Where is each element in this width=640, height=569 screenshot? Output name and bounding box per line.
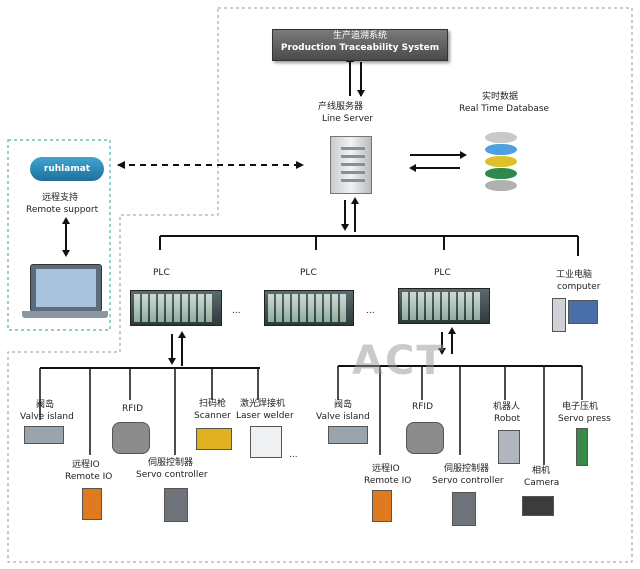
- right-rfid-label: RFID: [412, 402, 434, 412]
- ellipsis-1: ...: [232, 306, 241, 316]
- camera-icon: [522, 496, 554, 516]
- ellipsis-2: ...: [366, 306, 375, 316]
- system-cn-label: 生产追溯系统: [332, 31, 387, 41]
- scanner-en: Scanner: [194, 411, 231, 421]
- left-rfid-label: RFID: [122, 404, 144, 414]
- act-watermark: ACT: [352, 338, 446, 384]
- system-en-label: Production Traceability System: [280, 43, 440, 53]
- remote-support-frame: [7, 139, 111, 331]
- plc-label-3: PLC: [434, 268, 451, 278]
- laptop-base-icon: [22, 311, 108, 318]
- right-remote-io-en: Remote IO: [364, 476, 412, 486]
- left-remote-io-cn: 远程IO: [72, 460, 100, 470]
- press-cn: 电子压机: [562, 402, 599, 412]
- line-server-cn: 产线服务器: [318, 102, 364, 112]
- right-valve-en: Valve island: [316, 412, 370, 422]
- valve-island-icon: [24, 426, 64, 444]
- camera-cn: 相机: [532, 466, 551, 476]
- production-traceability-system: 生产追溯系统 Production Traceability System: [272, 29, 448, 61]
- right-remote-io-cn: 远程IO: [372, 464, 400, 474]
- laser-cn: 激光焊接机: [240, 399, 286, 409]
- right-servo-cn: 伺服控制器: [444, 464, 490, 474]
- scanner-cn: 扫码枪: [199, 399, 227, 409]
- realtime-db-cn: 实时数据: [482, 92, 519, 102]
- remote-support-cn: 远程支持: [42, 193, 79, 203]
- remote-io-icon: [82, 488, 102, 520]
- ruhlamat-cloud-icon: ruhlamat: [30, 157, 104, 181]
- computer-cn: 工业电脑: [556, 270, 593, 280]
- press-en: Servo press: [558, 414, 611, 424]
- realtime-db-en: Real Time Database: [459, 104, 550, 114]
- factory-dashed-frame: [7, 7, 633, 563]
- rfid-reader-icon: [112, 422, 150, 454]
- computer-monitor-icon: [568, 300, 598, 324]
- left-servo-en: Servo controller: [136, 470, 208, 480]
- robot-arm-icon: [498, 430, 520, 464]
- remote-support-en: Remote support: [26, 205, 99, 215]
- servo-controller-icon: [164, 488, 188, 522]
- line-server-icon: [330, 136, 372, 194]
- barcode-scanner-icon: [196, 428, 232, 450]
- plc-label-1: PLC: [153, 268, 170, 278]
- plc-2-icon: [264, 290, 354, 326]
- remote-io-icon: [372, 490, 392, 522]
- left-valve-en: Valve island: [20, 412, 74, 422]
- computer-tower-icon: [552, 298, 566, 332]
- valve-island-icon: [328, 426, 368, 444]
- laser-en: Laser welder: [236, 411, 294, 421]
- servo-press-icon: [576, 428, 588, 466]
- computer-en: computer: [557, 282, 601, 292]
- servo-controller-icon: [452, 492, 476, 526]
- right-valve-cn: 阀岛: [334, 400, 353, 410]
- ellipsis-left-devices: ...: [289, 450, 298, 460]
- rfid-reader-icon: [406, 422, 444, 454]
- laptop-icon: [30, 264, 102, 312]
- plc-3-icon: [398, 288, 490, 324]
- plc-label-2: PLC: [300, 268, 317, 278]
- camera-en: Camera: [524, 478, 560, 488]
- left-valve-cn: 阀岛: [36, 400, 55, 410]
- plc-1-icon: [130, 290, 222, 326]
- laser-welder-icon: [250, 426, 282, 458]
- right-servo-en: Servo controller: [432, 476, 504, 486]
- robot-en: Robot: [494, 414, 521, 424]
- left-remote-io-en: Remote IO: [65, 472, 113, 482]
- robot-cn: 机器人: [493, 402, 521, 412]
- left-servo-cn: 伺服控制器: [148, 458, 194, 468]
- database-icon: [485, 132, 517, 191]
- line-server-en: Line Server: [322, 114, 374, 124]
